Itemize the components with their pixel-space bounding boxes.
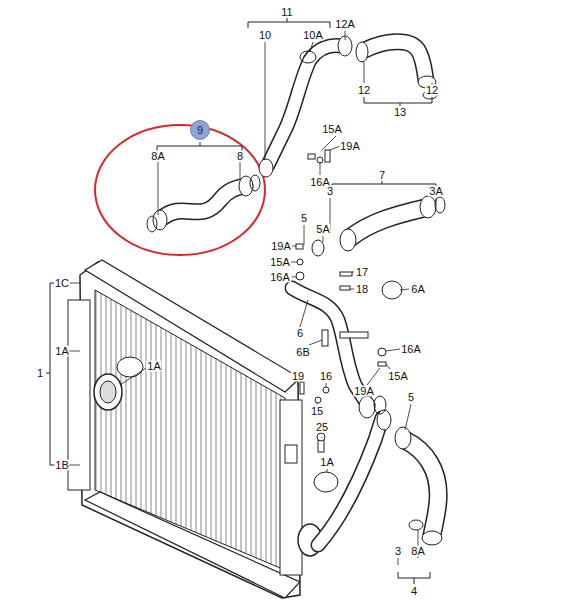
callout-number: 16 — [319, 371, 333, 382]
callout-number: 8A — [150, 151, 165, 162]
callout-number: 5 — [407, 392, 415, 403]
callout-number: 11 — [280, 7, 293, 18]
callout-number: 1A — [319, 457, 334, 468]
callout-number: 15A — [321, 124, 343, 135]
callout-number: 9 — [197, 125, 203, 136]
callout-number: 17 — [355, 267, 369, 278]
callout-number: 3 — [326, 186, 334, 197]
callout-number: 25 — [315, 422, 329, 433]
callout-number: 16A — [269, 272, 291, 283]
callout-number: 1B — [54, 460, 69, 471]
leader-lines — [68, 31, 436, 565]
callout-number: 1 — [36, 368, 44, 379]
callout-number: 6 — [296, 328, 304, 339]
callout-number: 8 — [236, 151, 244, 162]
callout-number: 5A — [315, 224, 330, 235]
callout-number: 3A — [428, 186, 443, 197]
callout-number: 8A — [410, 546, 425, 557]
callout-number: 5 — [300, 213, 308, 224]
callout-number: 6A — [410, 284, 425, 295]
callout-number: 10 — [258, 30, 272, 41]
highlight-ring — [95, 125, 265, 255]
hoses — [162, 42, 438, 545]
callout-number: 15A — [269, 257, 291, 268]
callout-number: 12 — [425, 85, 439, 96]
fittings — [147, 36, 445, 545]
callout-number: 4 — [410, 586, 418, 597]
callout-number: 18 — [355, 284, 369, 295]
callout-number: 3 — [394, 546, 402, 557]
callout-number: 16A — [400, 344, 422, 355]
callout-number: 10A — [302, 30, 324, 41]
callout-number: 15A — [387, 371, 409, 382]
callout-number: 1A — [146, 361, 161, 372]
intercooler — [68, 260, 338, 598]
callout-number: 15 — [310, 406, 324, 417]
callout-number: 1C — [54, 278, 70, 289]
callout-circle: 9 — [190, 120, 210, 140]
callout-number: 7 — [378, 170, 386, 181]
callout-number: 1A — [54, 346, 69, 357]
callout-number: 13 — [393, 107, 407, 118]
callout-number: 6B — [295, 347, 310, 358]
callout-number: 12A — [334, 19, 356, 30]
callout-number: 19A — [339, 141, 361, 152]
callout-number: 19A — [270, 241, 292, 252]
callout-number: 19A — [353, 386, 375, 397]
callout-number: 12 — [357, 85, 371, 96]
callout-number: 19 — [291, 371, 305, 382]
